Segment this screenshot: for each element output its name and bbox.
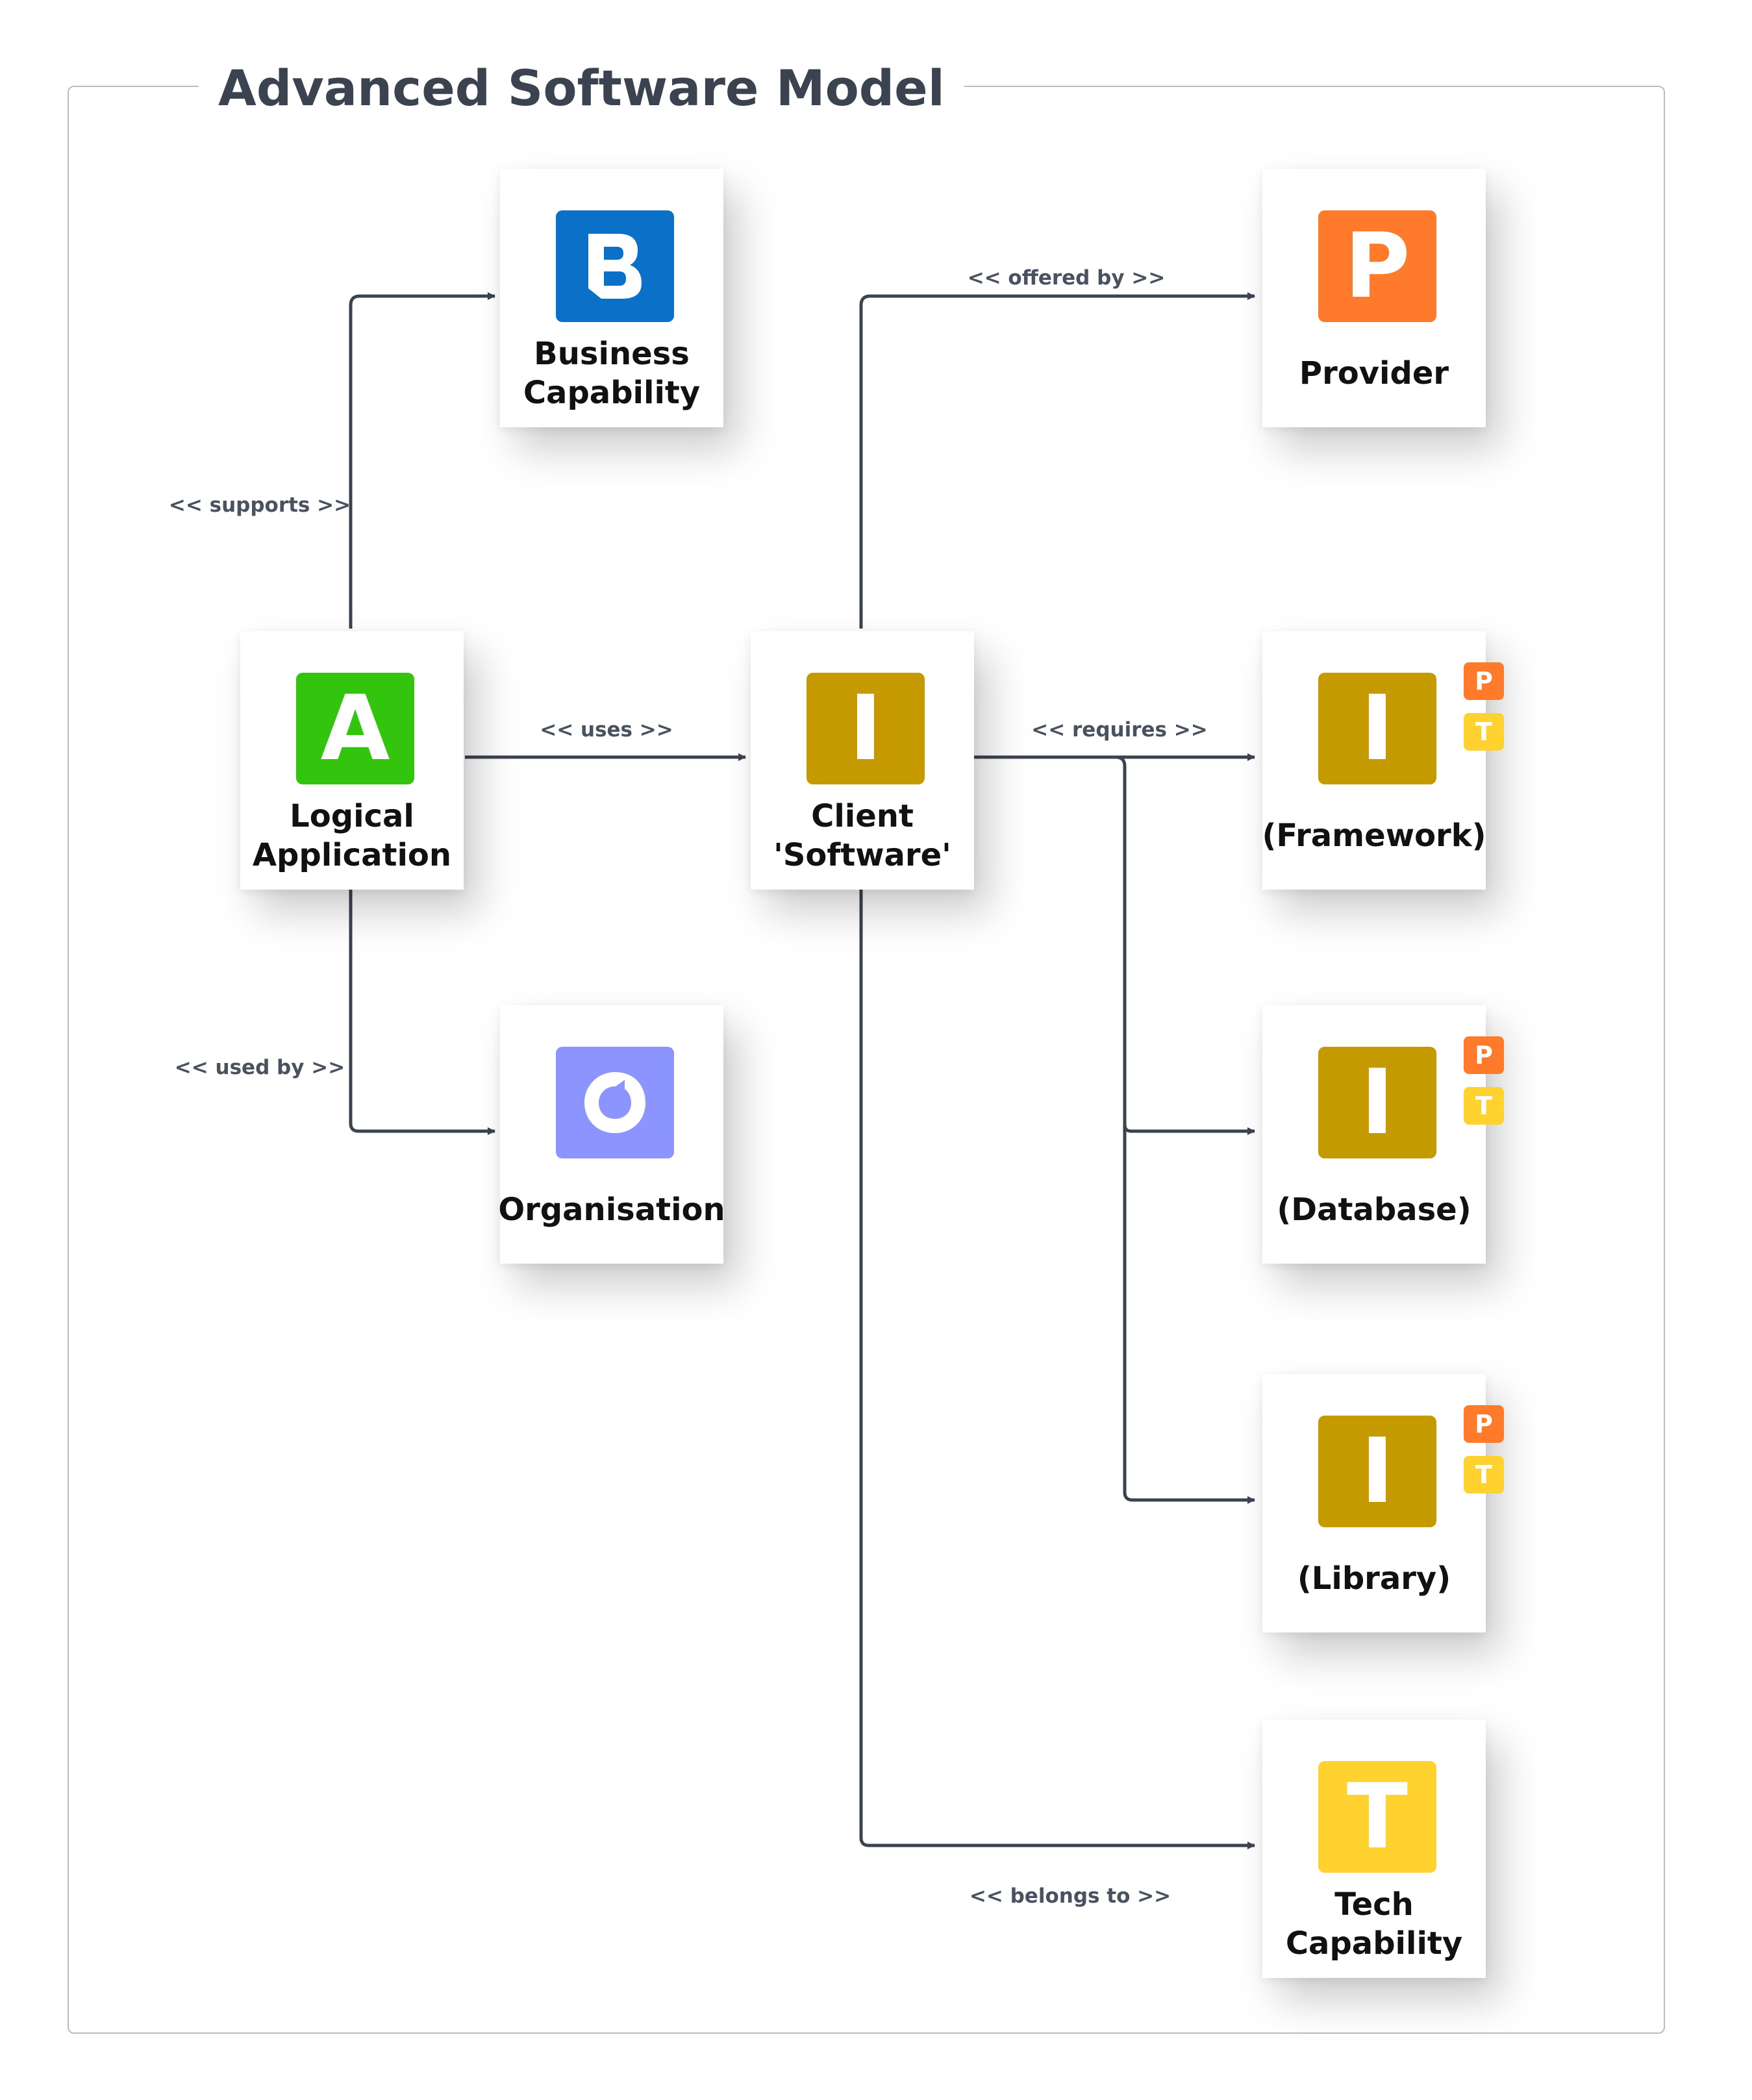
node-label: Logical Application (252, 798, 452, 873)
letter-i-icon: I (1318, 673, 1436, 784)
letter-i-icon: I (1318, 1047, 1436, 1158)
letter-t-icon: T (1318, 1761, 1436, 1873)
letter-b-icon (556, 210, 674, 322)
diagram-title: Advanced Software Model (199, 56, 964, 121)
provider-badge-icon: P (1464, 1405, 1504, 1443)
edge-used-by (349, 887, 495, 1135)
node-library[interactable]: I P T (Library) (1262, 1374, 1504, 1632)
tech-badge-icon: T (1464, 1456, 1504, 1494)
letter-i-icon: I (807, 673, 925, 784)
edge-label-supports: << supports >> (168, 494, 351, 517)
node-business-capability[interactable]: Business Capability (500, 169, 723, 427)
edge-label-uses: << uses >> (540, 718, 673, 742)
node-label: Provider (1299, 355, 1449, 392)
edge-label-belongs-to: << belongs to >> (969, 1884, 1171, 1908)
node-client-software[interactable]: I Client 'Software' (751, 631, 974, 890)
letter-p-icon: P (1318, 210, 1436, 322)
node-framework[interactable]: I P T (Framework) (1262, 631, 1504, 890)
edge-label-offered-by: << offered by >> (967, 266, 1166, 290)
tech-badge-icon: T (1464, 1087, 1504, 1125)
node-tech-capability[interactable]: T Tech Capability (1262, 1719, 1486, 1978)
edge-belongs-to (859, 887, 1255, 1849)
ring-glyph (584, 1072, 645, 1133)
b-glyph (588, 234, 642, 299)
node-label: (Library) (1297, 1560, 1451, 1597)
node-label: Business Capability (523, 336, 701, 411)
edge-requires-database (1115, 755, 1255, 1135)
letter-a-icon: A (296, 673, 414, 784)
node-label: (Database) (1277, 1192, 1471, 1228)
tech-badge-icon: T (1464, 713, 1504, 751)
node-label: Organisation (498, 1192, 725, 1228)
provider-badge-icon: P (1464, 1036, 1504, 1074)
letter-i-icon: I (1318, 1416, 1436, 1527)
node-label: (Framework) (1262, 818, 1486, 854)
edge-requires-library (1123, 1104, 1255, 1504)
edge-offered-by (859, 292, 1255, 629)
edge-label-used-by: << used by >> (174, 1056, 345, 1079)
node-label: Client 'Software' (773, 798, 951, 873)
node-logical-application[interactable]: A Logical Application (240, 631, 464, 890)
node-provider[interactable]: P Provider (1262, 169, 1486, 427)
provider-badge-icon: P (1464, 662, 1504, 700)
node-label: Tech Capability (1285, 1886, 1463, 1962)
ring-icon (556, 1047, 674, 1158)
node-database[interactable]: I P T (Database) (1262, 1005, 1504, 1264)
node-organisation[interactable]: Organisation (498, 1005, 725, 1264)
edge-supports (349, 292, 495, 629)
edge-label-requires: << requires >> (1031, 718, 1208, 742)
